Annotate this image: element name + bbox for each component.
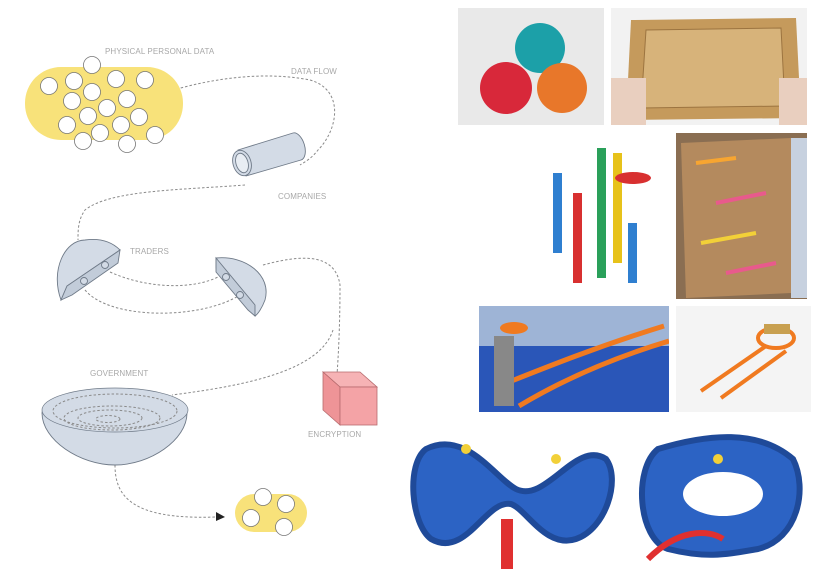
- photo-cardboard-marble-wall: [676, 133, 807, 299]
- photo-cardboard-labyrinth: [611, 8, 807, 125]
- label-government: GOVERNMENT: [90, 369, 148, 378]
- photo-maze-balls: [458, 8, 604, 125]
- label-data-flow: DATA FLOW: [291, 67, 337, 76]
- label-traders: TRADERS: [130, 247, 169, 256]
- label-encryption: ENCRYPTION: [308, 430, 361, 439]
- flow-government-to-output: [114, 464, 216, 518]
- photo-loop-car-track: [676, 306, 811, 412]
- arrowhead-icon: [216, 512, 225, 521]
- government-bowl: [41, 387, 189, 466]
- flow-traders-link-top: [109, 271, 226, 287]
- photo-water-play-track-1: [406, 419, 621, 572]
- data-flow-path: [154, 75, 335, 166]
- flow-encryption-to-government: [171, 329, 334, 396]
- label-physical-personal-data: PHYSICAL PERSONAL DATA: [105, 47, 215, 56]
- flow-companies-to-traders: [77, 184, 246, 241]
- output-data-points: [242, 488, 295, 536]
- trader-half-dome-left: [56, 239, 121, 302]
- trader-half-dome-right: [215, 256, 267, 317]
- companies-cylinder: [232, 132, 306, 177]
- label-companies: COMPANIES: [278, 192, 326, 201]
- photo-toy-car-track: [479, 306, 669, 412]
- photo-marble-run-toy: [533, 133, 669, 299]
- data-points: [40, 56, 164, 153]
- photo-water-play-track-2: [628, 419, 811, 572]
- flow-trader-to-encryption: [262, 257, 341, 376]
- encryption-cube: [321, 371, 379, 426]
- flow-traders-link-bottom: [84, 289, 241, 314]
